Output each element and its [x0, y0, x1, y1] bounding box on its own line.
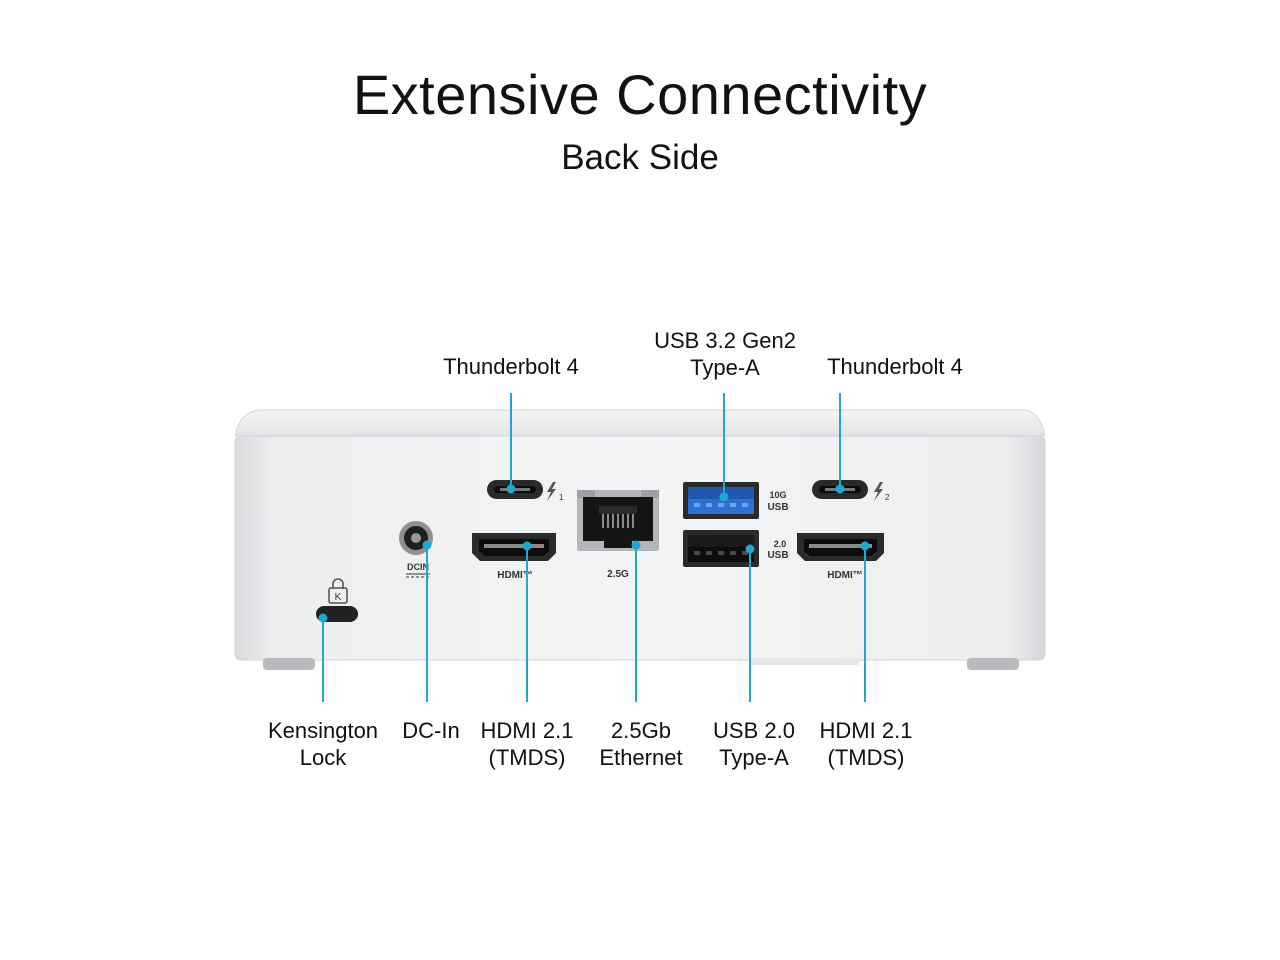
- label-dc-in: DC-In: [402, 718, 460, 743]
- lock-icon: K: [328, 578, 348, 604]
- left-foot: [263, 658, 315, 670]
- usb3-speed-marking: 10G: [769, 490, 786, 500]
- label-kensington-lock: Kensington Lock: [267, 718, 379, 770]
- callout-lines: [318, 393, 870, 702]
- usb-3-2-port: 10G USB: [683, 482, 789, 519]
- svg-text:1: 1: [559, 493, 564, 502]
- thunderbolt-icon-right: 2: [874, 482, 890, 502]
- label-usb-2-0: USB 2.0 Type-A: [713, 718, 795, 770]
- dcin-marking: DCIN: [407, 562, 429, 572]
- hdmi-logo-right: HDMI™: [827, 570, 863, 581]
- label-thunderbolt-4-right: Thunderbolt 4: [827, 354, 963, 379]
- hdmi-port-right: HDMI™: [797, 533, 884, 581]
- diagram-title: Extensive Connectivity: [352, 63, 928, 126]
- usb2-type-marking: USB: [767, 550, 788, 561]
- ethernet-port: 2.5G: [577, 490, 659, 580]
- lock-letter: K: [335, 592, 342, 603]
- dc-in-port: DCIN: [399, 521, 433, 578]
- label-hdmi-left: HDMI 2.1 (TMDS): [480, 718, 574, 770]
- usb3-type-marking: USB: [767, 502, 788, 513]
- hdmi-port-left: HDMI™: [472, 533, 556, 581]
- label-thunderbolt-4-left: Thunderbolt 4: [443, 354, 579, 379]
- label-ethernet: 2.5Gb Ethernet: [599, 718, 683, 770]
- right-foot: [967, 658, 1019, 670]
- usb2-speed-marking: 2.0: [774, 539, 787, 549]
- usb-2-0-port: 2.0 USB: [683, 530, 789, 567]
- label-hdmi-right: HDMI 2.1 (TMDS): [819, 718, 913, 770]
- hdmi-logo-left: HDMI™: [497, 570, 533, 581]
- ethernet-speed-marking: 2.5G: [607, 569, 629, 580]
- thunderbolt-icon-left: 1: [547, 482, 564, 502]
- label-usb-3-2-gen2: USB 3.2 Gen2 Type-A: [654, 328, 796, 380]
- diagram-subtitle: Back Side: [561, 138, 719, 177]
- svg-text:2: 2: [885, 493, 890, 502]
